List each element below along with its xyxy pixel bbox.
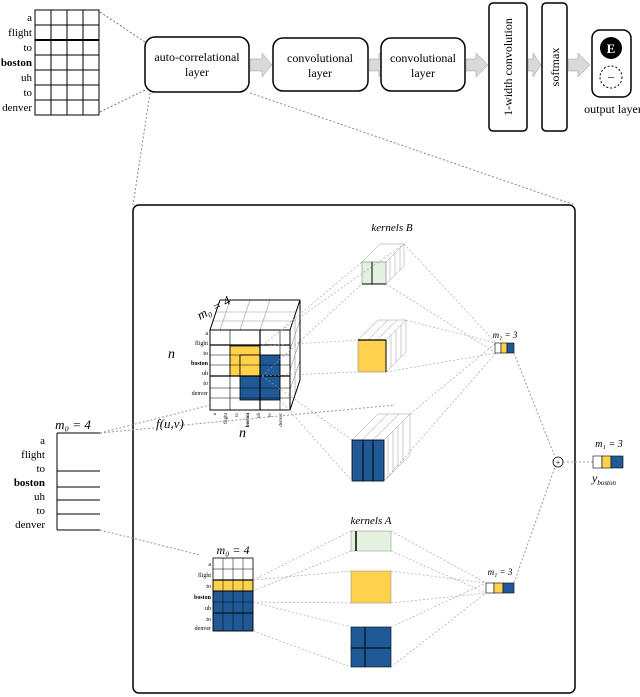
tensor-col-label-highlighted: boston (246, 413, 251, 427)
tensor-f-uv-label: f(u,v) (156, 416, 184, 431)
tensor-col-label: uh (257, 413, 262, 419)
sum-node: + (513, 352, 593, 584)
plus-symbol: + (556, 458, 561, 467)
zoom-connector (132, 92, 151, 206)
dotted-connector (99, 529, 201, 556)
output-layer: E − output layer (584, 29, 640, 116)
output-node-e-label: E (607, 41, 616, 56)
tensor-col-label: flight (224, 412, 229, 423)
tensor-col-label: to (268, 413, 273, 417)
kernel-b-yellow (357, 319, 407, 373)
y-output-label: yboston (591, 471, 616, 487)
flow-arrow (249, 52, 273, 78)
kernel-b-green (361, 243, 405, 285)
m1-top-label: m₁ = 3 (493, 330, 518, 340)
input-token-label: denver (2, 102, 32, 114)
kernel-a-yellow (350, 570, 392, 604)
bottom-matrix-token-highlighted: boston (194, 595, 212, 601)
softmax-box: softmax (541, 2, 568, 132)
flow-arrow (567, 52, 591, 78)
left-table-token: to (36, 505, 45, 517)
kernel-a-fan-lines (252, 530, 487, 668)
m1-vector-top: m₁ = 3 (493, 330, 518, 354)
bottom-matrix-token: denver (195, 626, 211, 632)
tensor-col-label: a (213, 412, 218, 415)
conv-layer-2-label-line1: convolutional (390, 51, 457, 65)
tensor-row-label: flight (195, 340, 208, 347)
output-node-minus-label: − (607, 70, 614, 85)
conv-layer-2-box: convolutional layer (380, 37, 466, 92)
correlation-tensor: a flight to boston uh to denver a flight… (156, 292, 301, 441)
kernels-a-label: kernels A (350, 515, 391, 527)
dotted-connector (99, 11, 146, 43)
detail-panel (132, 204, 576, 694)
input-token-label-highlighted: boston (1, 57, 32, 69)
flow-arrow (465, 52, 489, 78)
bottom-matrix-token: to (206, 584, 211, 590)
m1-output-label: m₁ = 3 (595, 439, 622, 450)
autocorr-layer-box: auto-correlational layer (144, 36, 250, 93)
tensor-row-label: a (205, 331, 208, 337)
autocorr-layer-label-line2: layer (185, 65, 209, 79)
output-layer-label: output layer (584, 102, 640, 116)
conv-layer-1-label-line1: convolutional (287, 51, 354, 65)
tensor-row-label: denver (192, 391, 208, 397)
left-table-token: uh (34, 491, 46, 503)
kernel-a-green (350, 530, 392, 552)
bottom-matrix-m0-label: m₀ = 4 (217, 543, 250, 557)
bottom-matrix-token: flight (198, 572, 211, 579)
input-token-label: flight (8, 27, 32, 39)
flow-arrow (527, 52, 542, 78)
conv-layer-2-label-line2: layer (411, 66, 435, 80)
input-token-matrix: a flight to boston uh to denver (1, 9, 100, 116)
tensor-row-label: uh (202, 371, 208, 377)
input-token-label: to (23, 87, 32, 99)
tensor-row-label-highlighted: boston (191, 361, 209, 367)
left-table-token: flight (21, 449, 45, 461)
m1-vector-bottom: m₁ = 3 (485, 567, 515, 594)
m1-bottom-label: m₁ = 3 (488, 567, 513, 577)
bottom-matrix-token: to (206, 617, 211, 623)
kernel-a-blue (350, 626, 392, 668)
bottom-matrix: m₀ = 4 a flight to boston uh to denver (194, 543, 254, 632)
autocorr-layer-label-line1: auto-correlational (154, 50, 240, 64)
tensor-overlap-cell (239, 354, 261, 377)
conv-layer-1-box: convolutional layer (272, 37, 369, 92)
one-width-conv-label: 1-width convolution (501, 18, 515, 116)
bottom-matrix-token: a (208, 562, 211, 568)
tensor-n-left-label: n (168, 347, 175, 362)
dotted-connector (99, 404, 396, 434)
left-table-token: denver (15, 519, 45, 531)
left-table-m0-label: m₀ = 4 (55, 417, 91, 432)
tensor-n-bottom-label: n (239, 426, 246, 441)
softmax-label: softmax (548, 48, 562, 87)
tensor-col-label: to (235, 413, 240, 417)
left-table-token: a (40, 435, 45, 447)
input-token-label: to (23, 42, 32, 54)
output-node-minus (599, 65, 623, 89)
tensor-row-label: to (203, 381, 208, 387)
input-token-label: uh (21, 72, 33, 84)
output-node-e (600, 37, 622, 59)
input-token-label: a (27, 12, 32, 24)
zoom-connector (249, 92, 576, 206)
kernels-b-label: kernels B (371, 222, 413, 234)
left-table-token-highlighted: boston (14, 477, 45, 489)
kernel-b-fan-lines (261, 243, 497, 482)
one-width-conv-box: 1-width convolution (488, 2, 528, 132)
tensor-col-label: denver (279, 413, 284, 427)
final-output-vector: m₁ = 3 yboston (591, 439, 624, 487)
left-table-token: to (36, 463, 45, 475)
dotted-connector (99, 89, 146, 113)
tensor-row-label: to (203, 351, 208, 357)
left-token-table: m₀ = 4 a flight to boston uh to denver (14, 417, 100, 531)
bottom-matrix-token: uh (205, 606, 211, 612)
dotted-connector (99, 404, 211, 434)
kernel-b-blue (351, 413, 411, 482)
conv-layer-1-label-line2: layer (308, 66, 332, 80)
